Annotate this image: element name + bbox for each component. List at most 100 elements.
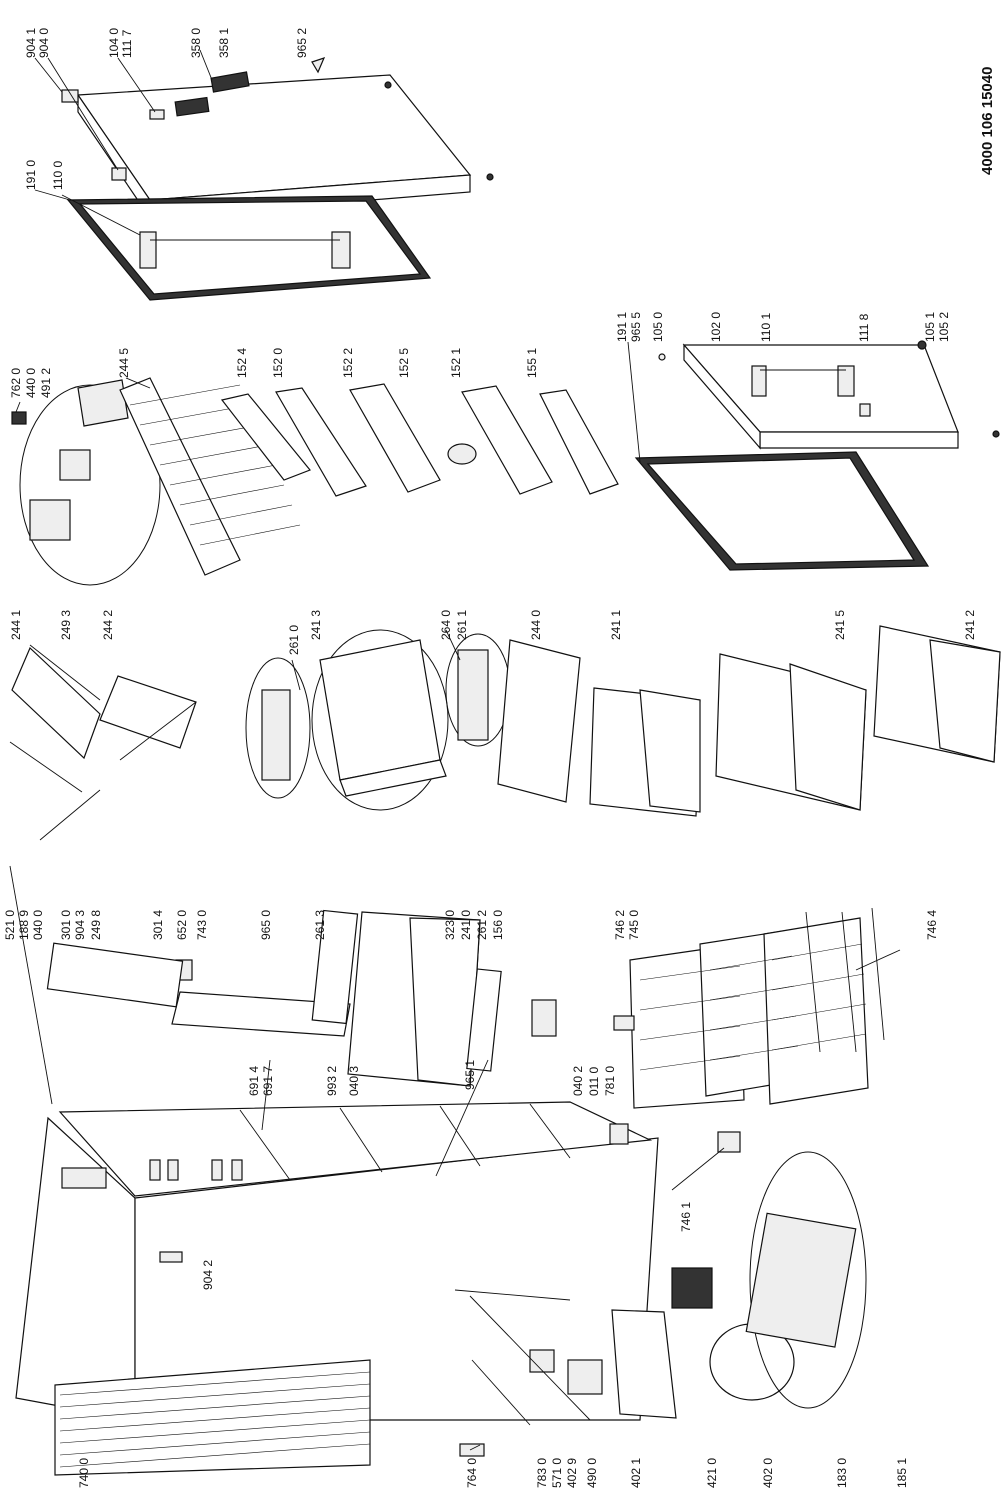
- label-490-0: 490 0: [585, 1458, 599, 1488]
- label-241-1: 241 1: [609, 610, 623, 640]
- door-part-111-7: [149, 109, 165, 120]
- label-421-0: 421 0: [705, 1458, 719, 1488]
- label-244-2: 244 2: [101, 610, 115, 640]
- part-746-1: [717, 1131, 741, 1153]
- crisper-323-0-front: [409, 917, 481, 1087]
- lower-door-panel: [682, 344, 959, 433]
- label-191-0: 191 0: [24, 160, 38, 190]
- label-301-4: 301 4: [151, 910, 165, 940]
- rod-746-4-a: [805, 911, 821, 1053]
- label-111-8: 111 8: [857, 313, 871, 342]
- compressor-base-blob: [749, 1151, 867, 1409]
- compressor-area-group: [529, 1151, 867, 1419]
- label-105-1: 105 1: [923, 312, 937, 342]
- label-781-0: 781 0: [603, 1066, 617, 1096]
- evaporator-cover-244-5: [119, 377, 241, 576]
- door-shelf-152-4: [220, 393, 311, 481]
- label-402-1: 402 1: [629, 1458, 643, 1488]
- label-745-0: 745 0: [627, 910, 641, 940]
- label-904-2: 904 2: [201, 1260, 215, 1290]
- cabinet-divider-2: [339, 1107, 383, 1173]
- part-781-0: [609, 1123, 629, 1145]
- label-358-1: 358 1: [217, 28, 231, 58]
- label-241-5: 241 5: [833, 610, 847, 640]
- door-shelf-152-2: [349, 383, 441, 493]
- cabinet-wire-490: [454, 1289, 571, 1301]
- drawer-cover-blob-261-0: [245, 657, 311, 799]
- gasket-bracket-right: [331, 231, 351, 269]
- label-261-0: 261 0: [287, 625, 301, 655]
- cabinet-vent-3: [211, 1159, 223, 1181]
- door-shelf-152-0: [275, 387, 367, 497]
- door-handle-358-1: [210, 71, 250, 93]
- label-764-0: 764 0: [465, 1458, 479, 1488]
- label-746-4: 746 4: [925, 910, 939, 940]
- label-110-0: 110 0: [51, 161, 65, 190]
- glass-shelf-244-1: [11, 646, 101, 760]
- label-904-3: 904 3: [73, 910, 87, 940]
- rail-261-2: [466, 968, 502, 1072]
- lower-door-group: [634, 340, 1000, 571]
- glass-shelf-244-2: [99, 675, 197, 749]
- label-264-0: 264 0: [439, 610, 453, 640]
- cabinet-divider-1: [239, 1109, 291, 1181]
- label-152-4: 152 4: [235, 348, 249, 378]
- wire-shelves-group: [46, 907, 885, 1153]
- part-402-9: [567, 1359, 603, 1395]
- label-040-3: 040 3: [347, 1066, 361, 1096]
- label-152-1: 152 1: [449, 348, 463, 378]
- fan-motor-440: [59, 449, 91, 481]
- label-965-2: 965 2: [295, 28, 309, 58]
- shelf-support-743-0: [171, 991, 351, 1037]
- label-244-5: 244 5: [117, 348, 131, 378]
- label-491-2: 491 2: [39, 368, 53, 398]
- lower-door-handle-left: [751, 365, 767, 397]
- door-screw: [486, 173, 494, 181]
- label-152-0: 152 0: [271, 348, 285, 378]
- label-156-0: 156 0: [491, 910, 505, 940]
- label-261-2: 261 2: [475, 910, 489, 940]
- condenser-frame: [54, 1359, 371, 1476]
- fan-cover-blob: [19, 384, 161, 586]
- label-965-1: 965 1: [463, 1060, 477, 1090]
- part-764-0: [459, 1443, 485, 1457]
- drawer-rail-261-0: [261, 689, 291, 781]
- gasket-bracket-left: [139, 231, 157, 269]
- cabinet-vent-2: [167, 1159, 179, 1181]
- cabinet-vent-4: [231, 1159, 243, 1181]
- evaporator-fins: [129, 384, 301, 546]
- part-105-2: [992, 430, 1000, 438]
- label-965-0: 965 0: [259, 910, 273, 940]
- label-188-9: 188 9: [17, 910, 31, 940]
- cabinet-interior: [58, 1101, 653, 1197]
- compressor-base-plate: [745, 1212, 857, 1348]
- lower-door-gasket-inner: [646, 457, 916, 565]
- cabinet-divider-4: [529, 1103, 571, 1159]
- label-904-1: 904 1: [24, 28, 38, 58]
- rail-261-3: [311, 909, 359, 1025]
- label-323-0: 323 0: [443, 910, 457, 940]
- fan-cover-491: [29, 499, 71, 541]
- label-783-0: 783 0: [535, 1458, 549, 1488]
- part-783-0: [529, 1349, 555, 1373]
- cabinet-control-panel: [61, 1167, 107, 1189]
- egg-tray-152-5: [447, 443, 477, 465]
- label-011-0: 011 0: [587, 1067, 601, 1096]
- document-number: 4000 106 15040: [979, 67, 996, 175]
- drawer-241-1-front: [639, 689, 701, 813]
- cabinet-vent-1: [149, 1159, 161, 1181]
- drawer-blob-241-3: [311, 629, 449, 811]
- label-402-9: 402 9: [565, 1458, 579, 1488]
- shelf-trim-lower: [119, 701, 197, 761]
- label-102-0: 102 0: [709, 312, 723, 342]
- label-249-8: 249 8: [89, 910, 103, 940]
- label-652-0: 652 0: [175, 910, 189, 940]
- label-244-1: 244 1: [9, 610, 23, 640]
- upper-door-group: [61, 57, 494, 301]
- door-screw-2: [384, 81, 392, 89]
- label-241-2: 241 2: [963, 610, 977, 640]
- label-241-0: 241 0: [459, 910, 473, 940]
- door-handle-358-0: [174, 96, 210, 117]
- part-965-2: [311, 57, 326, 74]
- label-358-0: 358 0: [189, 28, 203, 58]
